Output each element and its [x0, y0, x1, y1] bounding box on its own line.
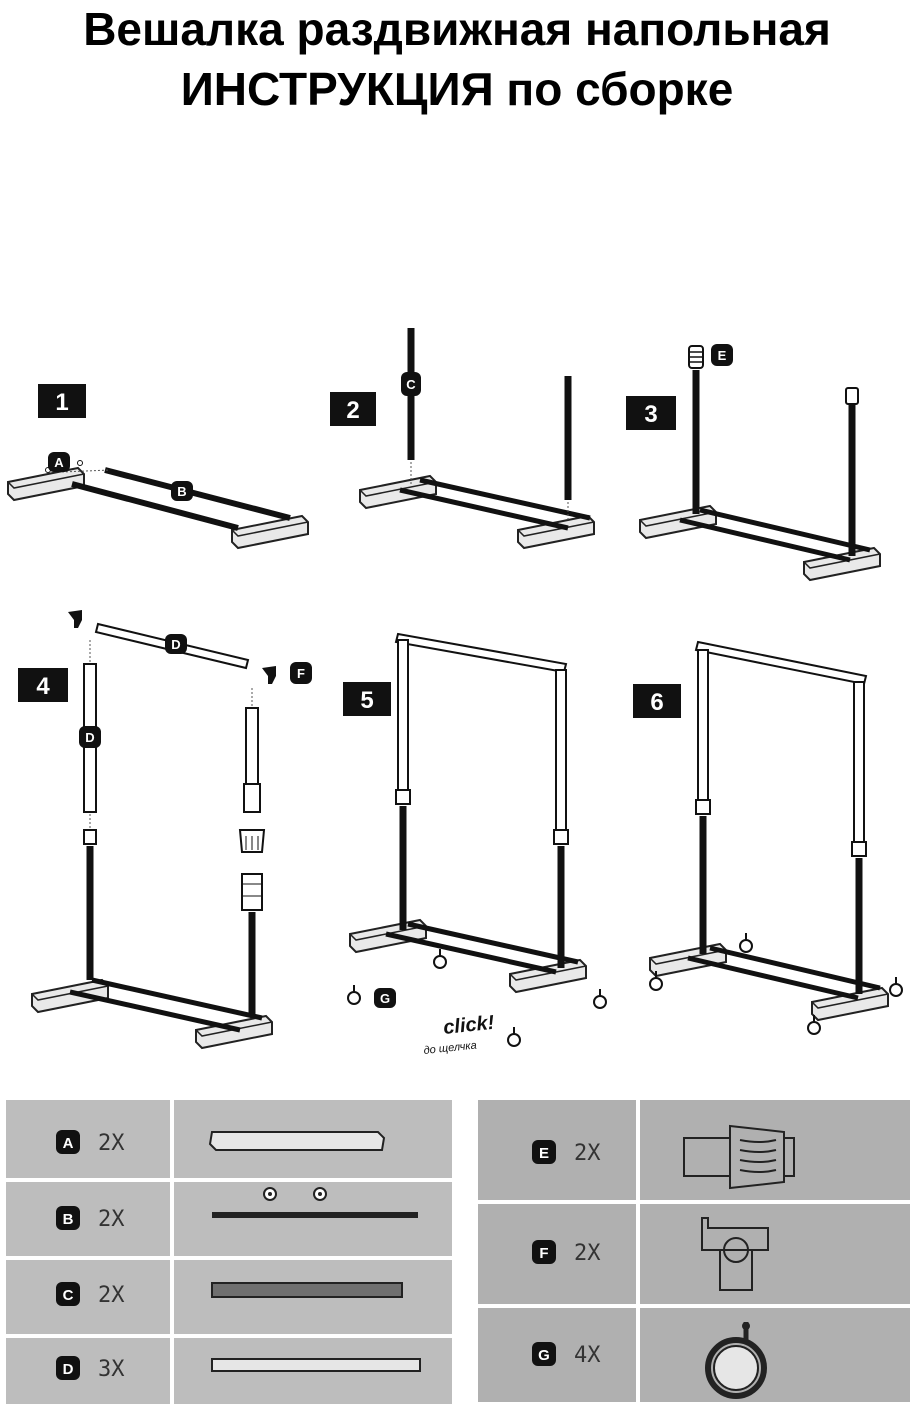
base-foot-icon — [208, 1131, 386, 1151]
callout-a-badge — [48, 452, 70, 472]
step-2-badge — [330, 392, 376, 426]
step-3: 3 E — [626, 344, 881, 581]
callout-b-badge — [171, 481, 193, 501]
step-3-number: 3 — [644, 401, 657, 428]
click-label: click! — [442, 1012, 496, 1039]
step-1: 1 A B — [7, 384, 309, 549]
part-b-letter: B — [63, 1211, 74, 1228]
part-b-row: B 2X — [56, 1187, 418, 1232]
svg-text:A: A — [54, 455, 64, 470]
callout-g-badge — [374, 988, 396, 1008]
step-1-badge — [38, 384, 86, 418]
part-f-row: F 2X — [532, 1217, 769, 1291]
part-g-letter: G — [538, 1347, 550, 1364]
caster-wheel-icon — [705, 1322, 767, 1399]
step-2-number: 2 — [346, 397, 359, 424]
t-joint-icon — [701, 1217, 769, 1291]
step-6-badge — [633, 684, 681, 718]
step-5-number: 5 — [360, 687, 373, 714]
callout-e-badge — [711, 344, 733, 366]
part-a-row: A 2X — [56, 1130, 386, 1156]
part-g-row: G 4X — [532, 1322, 767, 1399]
svg-text:C: C — [406, 377, 416, 392]
step-6-number: 6 — [650, 689, 663, 716]
part-c-row: C 2X — [56, 1282, 403, 1308]
part-g-qty: 4X — [574, 1343, 601, 1368]
svg-text:D: D — [171, 637, 180, 652]
part-d-row: D 3X — [56, 1356, 421, 1382]
step-5: 5 G click! до щелчка — [343, 632, 607, 1057]
callout-d-badge — [165, 634, 187, 654]
parts-table-right: E 2X F 2X G 4X — [478, 1100, 910, 1402]
svg-text:E: E — [718, 348, 727, 363]
part-a-letter: A — [63, 1135, 74, 1152]
step-4-number: 4 — [36, 673, 50, 700]
part-f-letter: F — [539, 1245, 548, 1262]
step-6: 6 — [633, 640, 903, 1035]
step-5-badge — [343, 682, 391, 716]
title-line-2: ИНСТРУКЦИЯ по сборке — [180, 63, 734, 115]
svg-text:G: G — [380, 991, 390, 1006]
callout-c-badge — [401, 372, 421, 396]
part-c-letter: C — [63, 1287, 74, 1304]
step-4-badge — [18, 668, 68, 702]
part-e-row: E 2X — [532, 1124, 795, 1190]
svg-text:F: F — [297, 666, 305, 681]
part-c-qty: 2X — [98, 1283, 125, 1308]
post-tube-icon — [211, 1282, 403, 1298]
click-sublabel: до щелчка — [423, 1039, 477, 1056]
callout-f-badge — [290, 662, 312, 684]
parts-table-left: A 2X B 2X C 2X D 3X — [6, 1100, 452, 1404]
part-e-letter: E — [539, 1145, 549, 1162]
svg-text:B: B — [177, 484, 186, 499]
title-line-1: Вешалка раздвижная напольная — [83, 3, 831, 55]
clamp-connector-icon — [683, 1124, 795, 1190]
part-e-qty: 2X — [574, 1141, 601, 1166]
step-2: 2 C — [330, 328, 595, 549]
crossbar-icon — [212, 1187, 418, 1218]
part-f-qty: 2X — [574, 1241, 601, 1266]
part-d-letter: D — [63, 1361, 74, 1378]
step-3-badge — [626, 396, 676, 430]
rail-tube-icon — [211, 1358, 421, 1372]
step-1-number: 1 — [55, 389, 68, 416]
part-b-qty: 2X — [98, 1207, 125, 1232]
part-d-qty: 3X — [98, 1357, 125, 1382]
step-4: 4 D F D — [18, 610, 312, 1049]
svg-text:D: D — [85, 730, 94, 745]
part-a-qty: 2X — [98, 1131, 125, 1156]
